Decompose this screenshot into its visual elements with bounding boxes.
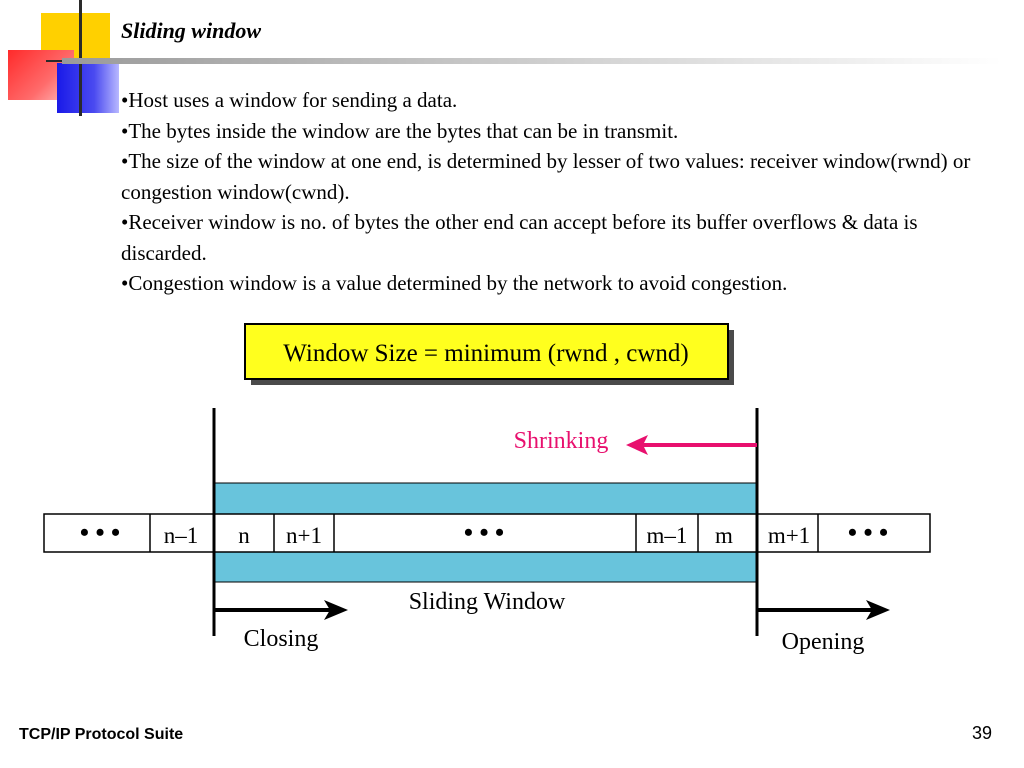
bullet-item: •Receiver window is no. of bytes the oth… <box>121 210 918 265</box>
cell-label: • • • <box>464 518 504 547</box>
cell-label: n+1 <box>286 523 322 548</box>
deco-blue-square <box>57 63 119 113</box>
page-number: 39 <box>971 723 992 743</box>
cell-label: m+1 <box>768 523 810 548</box>
cell-label: • • • <box>80 518 120 547</box>
footer-title: TCP/IP Protocol Suite <box>19 726 184 743</box>
opening-arrowhead <box>866 600 890 620</box>
cell-label: m–1 <box>647 523 688 548</box>
cell-label: • • • <box>848 518 888 547</box>
formula-box <box>244 323 729 380</box>
shrinking-label: Shrinking <box>514 428 609 454</box>
sliding-window-label: Sliding Window <box>409 589 566 615</box>
slide-title: Sliding window <box>121 18 262 43</box>
shrinking-arrowhead <box>626 435 648 455</box>
byte-row <box>43 513 931 553</box>
bullet-item: •The bytes inside the window are the byt… <box>121 118 679 143</box>
bullet-item: •Congestion window is a value determined… <box>121 271 788 295</box>
formula-text: Window Size = minimum (rwnd , cwnd) <box>283 340 688 367</box>
cell-label: n–1 <box>164 523 199 548</box>
bullet-list: •Host uses a window for sending a data. … <box>121 85 1001 299</box>
bullet-item: •Host uses a window for sending a data. <box>121 88 458 112</box>
title-rule <box>62 58 1002 64</box>
closing-label: Closing <box>244 626 319 652</box>
closing-arrowhead <box>324 600 348 620</box>
cell-label: n <box>238 523 250 548</box>
bullet-item: •The size of the window at one end, is d… <box>121 149 971 204</box>
cell-label: m <box>715 523 733 548</box>
opening-label: Opening <box>782 629 865 655</box>
